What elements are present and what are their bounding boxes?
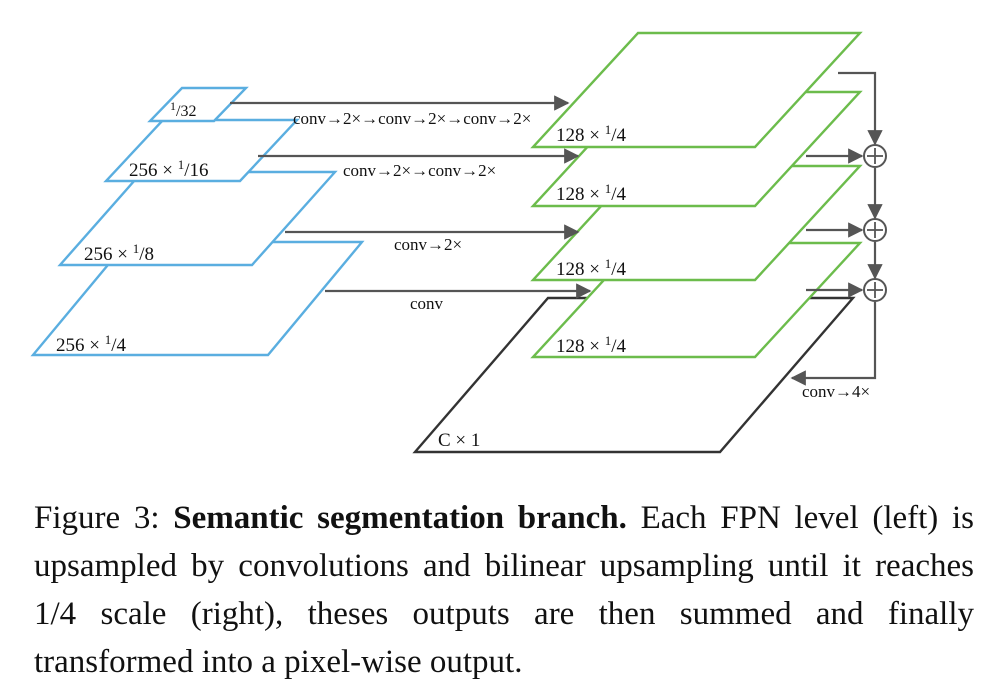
fpn-label-1-4: 256 × — [56, 335, 105, 356]
segmentation-branch-diagram: C × 1 128 × 1/4 128 × 1/4 128 × 1/4 128 … — [30, 31, 887, 454]
fpn-level-1-32: 1/32 — [147, 86, 249, 123]
fpn-label-1-16: 256 × — [129, 160, 178, 181]
upsampled-label-2: 128 × — [556, 184, 605, 205]
path-label-1-8: conv→2× — [394, 235, 462, 254]
fpn-level-1-16: 256 × 1/16 — [103, 118, 300, 183]
upsampled-label-4: 128 × — [556, 336, 605, 357]
sum-node-2 — [863, 218, 887, 242]
fpn-label-1-8: 256 × — [84, 244, 133, 265]
svg-text:128 × 1/4: 128 × 1/4 — [556, 122, 627, 146]
path-label-1-32: conv→2×→conv→2×→conv→2× — [293, 109, 531, 128]
summation-chain — [790, 71, 883, 386]
fpn-level-1-8: 256 × 1/8 — [57, 170, 338, 267]
path-label-1-4: conv — [410, 294, 444, 313]
upsampled-label-1: 128 × — [556, 125, 605, 146]
caption-prefix: Figure 3: — [34, 500, 174, 536]
upsample-arrows — [230, 95, 592, 299]
caption-title: Semantic segmentation branch. — [173, 500, 627, 536]
final-op-label: conv→4× — [802, 382, 870, 401]
svg-text:128 × 1/4: 128 × 1/4 — [556, 333, 627, 357]
output-feature-map — [412, 296, 856, 454]
sum-node-3 — [863, 278, 887, 302]
svg-text:128 × 1/4: 128 × 1/4 — [556, 181, 627, 205]
svg-text:128 × 1/4: 128 × 1/4 — [556, 256, 627, 280]
svg-text:256 × 1/4: 256 × 1/4 — [56, 332, 127, 356]
output-label: C × 1 — [438, 430, 480, 451]
upsampled-label-3: 128 × — [556, 259, 605, 280]
svg-text:1/32: 1/32 — [170, 99, 196, 120]
fpn-label-1-32: 1 — [170, 99, 176, 113]
caption-body: Each FPN level (left) is upsampled by co… — [34, 500, 974, 680]
svg-text:256 × 1/16: 256 × 1/16 — [129, 157, 209, 181]
sum-node-1 — [863, 144, 887, 168]
fpn-level-1-4: 256 × 1/4 — [30, 240, 365, 357]
path-label-1-16: conv→2×→conv→2× — [343, 161, 496, 180]
upsampled-level-1: 128 × 1/4 — [530, 31, 863, 149]
svg-text:256 × 1/8: 256 × 1/8 — [84, 241, 154, 265]
figure-caption: Figure 3: Semantic segmentation branch. … — [34, 494, 974, 686]
